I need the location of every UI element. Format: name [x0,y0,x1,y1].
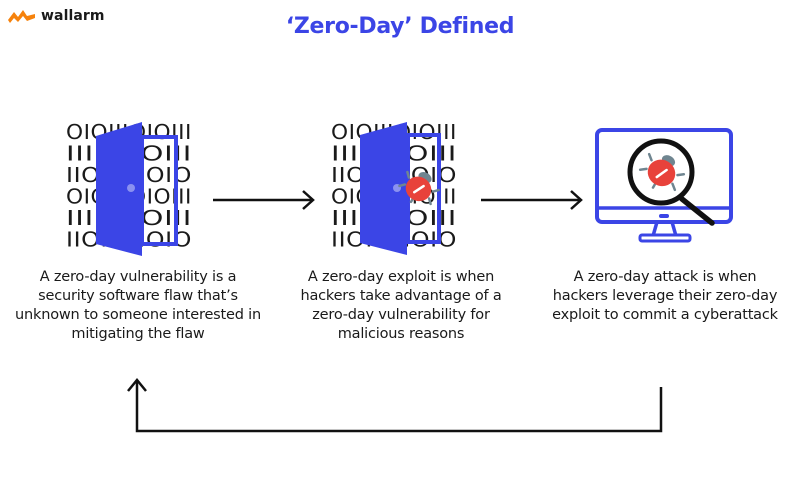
door-panel [96,122,142,256]
monitor-screen [595,128,733,224]
loop-back-arrow-icon [127,378,663,433]
monitor-magnifier-bug-icon [595,128,733,243]
page-title: ‘Zero-Day’ Defined [285,14,515,39]
attack-caption: A zero-day attack is when hackers levera… [552,269,778,323]
magnifier-handle [679,196,715,226]
monitor-stand [638,233,692,243]
door-with-bug-icon: OIOIIIOIOIIIIIIIIIIIOIIIIIOIIIIIIOIOOIOI… [331,120,457,255]
arrow-right-icon [481,190,583,210]
wallarm-logo: wallarm [8,6,105,26]
arrow-right-icon [213,190,315,210]
door-knob [127,184,135,192]
bug-icon [638,152,686,192]
bug-icon [398,170,440,206]
wallarm-flame-icon [8,10,35,23]
door-panel [360,122,407,255]
exploit-caption: A zero-day exploit is when hackers take … [300,269,502,342]
vulnerability-caption: A zero-day vulnerability is a security s… [15,269,261,342]
brand-name: wallarm [41,8,105,24]
open-door-binary-icon: OIOIIIOIOIIIIIIIIIIIOIIIIIOIIIIIIOIOOIOI… [66,120,192,256]
